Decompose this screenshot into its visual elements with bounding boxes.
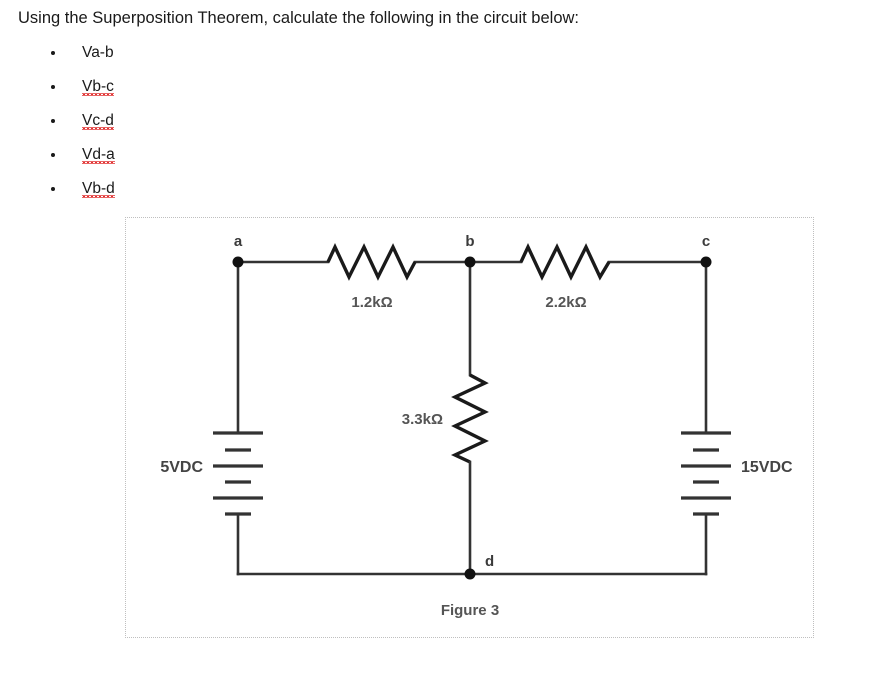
- quantities-list: Va-b Vb-c Vc-d Vd-a Vb-d: [18, 36, 418, 206]
- list-item: Vb-d: [18, 172, 418, 206]
- node-dot-d: [464, 568, 476, 580]
- list-item-label: Vc-d: [82, 112, 114, 129]
- bullet-icon: [51, 119, 55, 123]
- resistor-1-2k-label: 1.2kΩ: [351, 294, 392, 311]
- bullet-icon: [51, 153, 55, 157]
- node-label-d: d: [485, 553, 494, 570]
- source-5vdc-label: 5VDC: [160, 459, 203, 476]
- list-item-label: Vd-a: [82, 146, 115, 163]
- resistor-2-2k: 2.2kΩ: [519, 242, 611, 311]
- node-dot-b: [464, 256, 476, 268]
- list-item-label: Vb-d: [82, 180, 115, 197]
- node-label-c: c: [702, 233, 710, 250]
- branch-b-d: 3.3kΩ: [402, 260, 489, 576]
- resistor-2-2k-label: 2.2kΩ: [545, 294, 586, 311]
- list-item: Vd-a: [18, 138, 418, 172]
- bullet-icon: [51, 51, 55, 55]
- question-prompt: Using the Superposition Theorem, calcula…: [18, 9, 579, 27]
- source-15vdc-label: 15VDC: [741, 459, 793, 476]
- circuit-diagram: 1.2kΩ 2.2kΩ 3.3kΩ 5VDC 15VDC: [160, 233, 793, 619]
- resistor-3-3k-label: 3.3kΩ: [402, 411, 443, 428]
- list-item: Va-b: [18, 36, 418, 70]
- figure-frame: [125, 217, 814, 638]
- list-item: Vc-d: [18, 104, 418, 138]
- node-label-a: a: [234, 233, 243, 250]
- resistor-1-2k: 1.2kΩ: [326, 242, 417, 311]
- bullet-icon: [51, 85, 55, 89]
- list-item-label: Vb-c: [82, 78, 114, 95]
- node-dot-c: [700, 256, 712, 268]
- list-item-label: Va-b: [82, 44, 114, 61]
- bullet-icon: [51, 187, 55, 191]
- resistor-1-2k-zigzag: [326, 242, 417, 281]
- source-5vdc: 5VDC: [160, 260, 263, 576]
- node-dot-a: [232, 256, 244, 268]
- resistor-3-3k-zigzag: [450, 373, 489, 464]
- figure-caption: Figure 3: [441, 602, 499, 619]
- resistor-2-2k-zigzag: [519, 242, 611, 281]
- source-15vdc: 15VDC: [681, 260, 793, 576]
- node-label-b: b: [465, 233, 474, 250]
- list-item: Vb-c: [18, 70, 418, 104]
